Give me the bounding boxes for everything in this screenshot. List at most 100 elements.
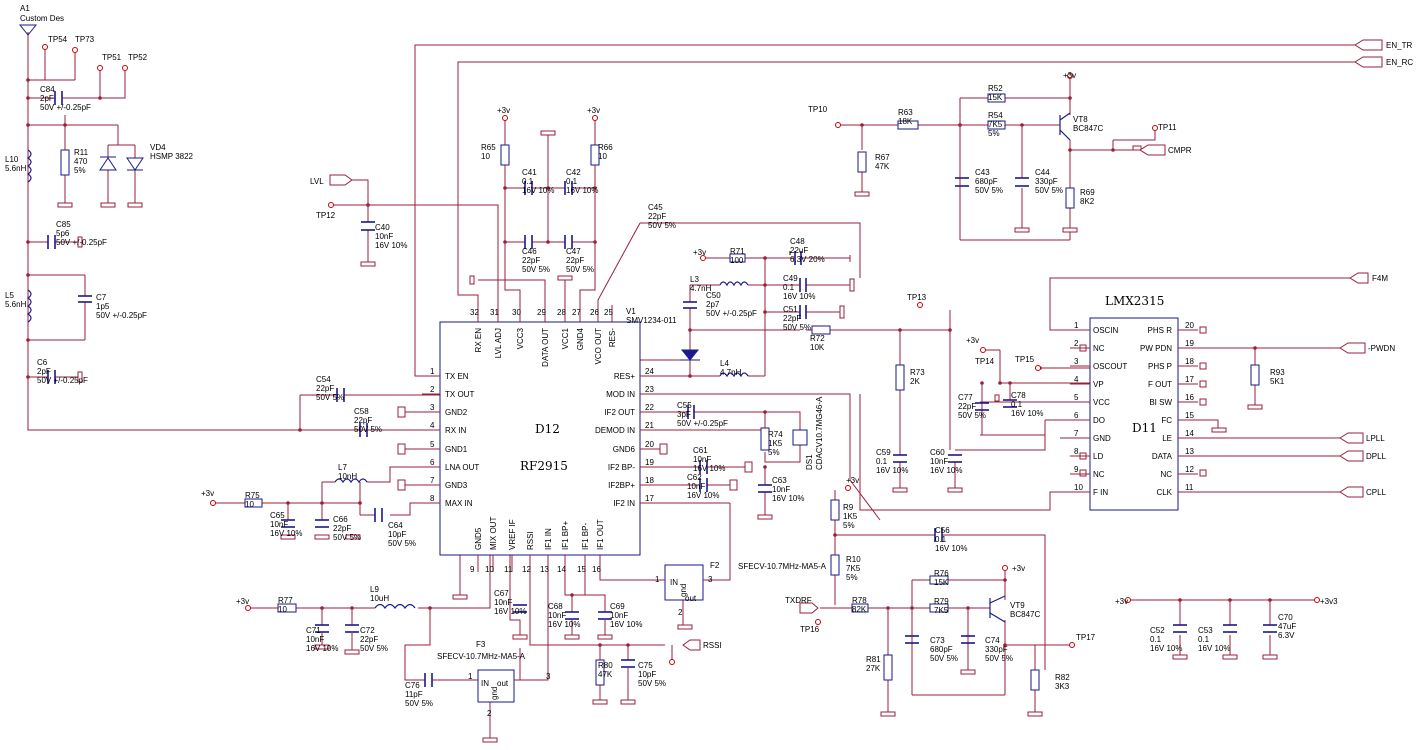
ports [329, 39, 1383, 651]
component-c45-line-1: C45 [648, 203, 663, 212]
component-r65-line-1: R65 [481, 143, 496, 152]
svg-text:2: 2 [487, 709, 492, 718]
component-r52-line-1: R52 [988, 84, 1003, 93]
chip-d12-pin-30-number: 30 [512, 308, 521, 317]
chip-d11-pin-13-number: 13 [1185, 447, 1194, 456]
svg-text:3: 3 [708, 575, 713, 584]
component-vt9-line-2: BC847C [1010, 610, 1040, 619]
component-l10-line-2: 5.6nH [5, 164, 27, 173]
chip-d12-pin-29-number: 29 [537, 308, 546, 317]
component-c68-line-3: 16V 10% [548, 620, 580, 629]
component-c46-line-1: C46 [522, 247, 537, 256]
component-c56-line-3: 16V 10% [935, 544, 967, 553]
chip-d11-pin-19-number: 19 [1185, 339, 1194, 348]
component-c63-line-2: 10nF [772, 485, 790, 494]
component-c42-line-2: 0.1 [566, 177, 578, 186]
component-c61-line-3: 16V 10% [693, 464, 725, 473]
component-c41-line-2: 0.1 [522, 177, 534, 186]
supply-label-v3-5: +3v [201, 489, 214, 498]
chip-d12-pin-20-number: 20 [645, 440, 654, 449]
component-c58-line-3: 50V 5% [354, 425, 382, 434]
supply-label-v3-2: +3v [587, 106, 600, 115]
component-r11-line-3: 5% [74, 166, 86, 175]
component-r75-line-1: R75 [245, 491, 260, 500]
component-r73-line-1: R73 [910, 368, 925, 377]
component-r80-line-1: R80 [598, 661, 613, 670]
component-c6-line-1: C6 [37, 358, 48, 367]
filter-f2-ref: F2 [710, 561, 720, 570]
component-c44-line-2: 330pF [1035, 177, 1058, 186]
chip-d12-pin-19-name: IF2 BP- [608, 463, 635, 472]
filter-f3-gnd: gnd [490, 687, 499, 700]
component-c69-line-3: 16V 10% [610, 620, 642, 629]
component-r93-line-2: 5K1 [1270, 377, 1285, 386]
component-c40-line-2: 10nF [375, 232, 393, 241]
component-c67-line-3: 16V 10% [494, 607, 526, 616]
chip-d12-pin-4-name: RX IN [445, 426, 467, 435]
component-c75-line-3: 50V 5% [638, 679, 666, 688]
filter-f3-ref: F3 [476, 640, 486, 649]
component-c47-line-3: 50V 5% [566, 265, 594, 274]
component-c61-line-2: 10nF [693, 455, 711, 464]
component-c85-line-3: 50V +/-0.25pF [56, 238, 107, 247]
component-r79-line-2: 7K5 [934, 606, 949, 615]
component-c51-line-2: 22pF [783, 314, 801, 323]
component-l7-line-2: 10nH [338, 472, 357, 481]
chip-d12-pin-11-number: 11 [504, 565, 513, 574]
chip-d12-pin-6-number: 6 [430, 458, 435, 467]
chip-d11-pin-8-number: 8 [1074, 447, 1079, 456]
chip-d11-pin-14-number: 14 [1185, 429, 1194, 438]
component-c63-line-3: 16V 10% [772, 494, 804, 503]
chip-d11-pin-2-number: 2 [1074, 339, 1079, 348]
component-c72-line-3: 50V 5% [360, 644, 388, 653]
component-r77-line-1: R77 [278, 596, 293, 605]
component-c44-line-3: 50V 5% [1035, 186, 1063, 195]
component-c73-line-2: 680pF [930, 645, 953, 654]
chip-d12-pin-3-number: 3 [430, 403, 435, 412]
component-c73-line-3: 50V 5% [930, 654, 958, 663]
wires [27, 32, 1368, 738]
supply-labels: +3v+3v+3v+3v+3v+3v+3v+3v+3v+3v+3v3 [201, 71, 1338, 606]
supply-label-v3-3: +3v [693, 248, 706, 257]
component-c75-line-2: 10pF [638, 670, 656, 679]
component-c68-line-1: C68 [548, 602, 563, 611]
svg-text:1: 1 [468, 672, 473, 681]
component-r78-line-2: 82K [852, 605, 867, 614]
chip-d11-pin-14-name: LE [1162, 434, 1172, 443]
component-r11-line-2: 470 [74, 157, 88, 166]
chip-d11-pin-5-number: 5 [1074, 393, 1079, 402]
component-c56-line-2: 0.1 [935, 535, 947, 544]
chip-d11-pin-4-name: VP [1093, 380, 1104, 389]
component-r66-line-1: R66 [598, 143, 613, 152]
component-c43-line-3: 50V 5% [975, 186, 1003, 195]
chip-d12-pin-17-name: IF2 IN [613, 499, 635, 508]
supply-label-v3-10: +3v [1115, 597, 1128, 606]
chip-d11-pin-1-name: OSCIN [1093, 326, 1119, 335]
chip-d12-pin-19-number: 19 [645, 458, 654, 467]
component-c62-line-3: 16V 10% [687, 491, 719, 500]
component-vd4-line-1: VD4 [150, 143, 166, 152]
chip-d11-pin-10-number: 10 [1074, 483, 1083, 492]
supply-label-v3-9: +3v [236, 597, 249, 606]
chip-d11-pin-16-name: BI SW [1149, 398, 1172, 407]
component-c49-line-1: C49 [783, 274, 798, 283]
port-en-tr: EN_TR [1386, 41, 1412, 50]
port-txdrf: TXDRF [785, 596, 812, 605]
component-c48-line-2: 22uF [790, 246, 808, 255]
chip-d11-pin-7-name: GND [1093, 434, 1111, 443]
component-c52-line-2: 0.1 [1150, 635, 1162, 644]
filter-f2-out: out [685, 594, 697, 603]
chip-d12-pin-7-number: 7 [430, 476, 435, 485]
chip-d11-pin-13-name: DATA [1152, 452, 1173, 461]
chip-d12-pin-25-name: RES- [608, 328, 617, 347]
component-r71-line-2: 100 [730, 256, 744, 265]
component-c70-line-1: C70 [1278, 613, 1293, 622]
component-r74-line-2: 1K5 [768, 439, 783, 448]
component-c45-line-2: 22pF [648, 212, 666, 221]
chip-d11-pin-9-name: NC [1093, 470, 1105, 479]
component-c52-line-3: 16V 10% [1150, 644, 1182, 653]
component-c49-line-2: 0.1 [783, 283, 795, 292]
chip-d12-pin-10-name: MIX OUT [489, 517, 498, 550]
